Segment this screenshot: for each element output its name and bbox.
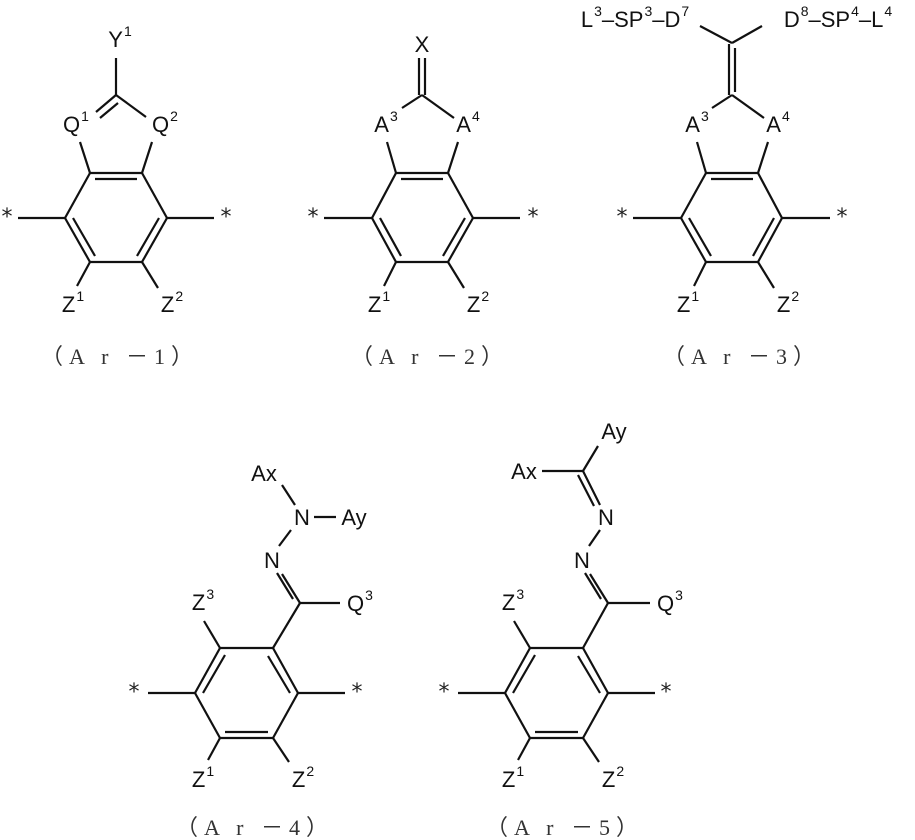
ar4-n-upper-label: N xyxy=(294,505,310,530)
ar4-q3-label: Q3 xyxy=(347,587,373,616)
ar2-left-attach-icon: * xyxy=(307,205,319,230)
ar4-bonds xyxy=(148,484,345,763)
ar1-z1-label: Z1 xyxy=(61,288,85,317)
ar1-y1-label: Y1 xyxy=(108,23,132,52)
ar4-z1-label: Z1 xyxy=(191,763,215,792)
ar3-a4-label: A4 xyxy=(766,108,790,137)
ar5-left-attach-icon: * xyxy=(438,680,450,705)
ar1-caption: （A r －1） xyxy=(40,344,200,369)
ar4-n-lower-label: N xyxy=(264,548,280,573)
ar5-caption: （A r －5） xyxy=(485,815,645,840)
ar1-right-attach-icon: * xyxy=(220,205,232,230)
ar4-ay-label: Ay xyxy=(341,505,367,530)
ar3-left-attach-icon: * xyxy=(616,205,628,230)
ar1-q2-label: Q2 xyxy=(152,108,178,137)
ar2-right-attach-icon: * xyxy=(527,205,539,230)
ar3-right-attach-icon: * xyxy=(836,205,848,230)
ar4-z3-label: Z3 xyxy=(191,586,215,615)
ar2-z2-label: Z2 xyxy=(466,288,490,317)
ar5-q3-label: Q3 xyxy=(657,587,683,616)
ar4-caption: （A r －4） xyxy=(175,815,335,840)
ar2-bonds xyxy=(324,58,520,289)
ar5-n-upper-label: N xyxy=(598,505,614,530)
ar3-bonds xyxy=(633,25,830,289)
ar2-z1-label: Z1 xyxy=(367,288,391,317)
ar2-x-label: X xyxy=(414,32,430,57)
ar4-ax-label: Ax xyxy=(251,461,277,486)
ar5-ay-label: Ay xyxy=(601,419,627,444)
ar5-ax-label: Ax xyxy=(511,459,537,484)
ar3-z1-label: Z1 xyxy=(676,288,700,317)
ar5-n-lower-label: N xyxy=(574,548,590,573)
ar2-a3-label: A3 xyxy=(374,108,398,137)
ar2-caption: （A r －2） xyxy=(350,344,510,369)
ar5-z3-label: Z3 xyxy=(501,586,525,615)
ar1-q1-label: Q1 xyxy=(63,108,89,137)
ar4-z2-label: Z2 xyxy=(291,763,315,792)
ar3-left-chain-label: L3–SP3–D7 xyxy=(580,3,690,32)
ar5-z1-label: Z1 xyxy=(501,763,525,792)
ar5-bonds xyxy=(458,445,655,763)
ar4-left-attach-icon: * xyxy=(128,680,140,705)
ar3-z2-label: Z2 xyxy=(776,288,800,317)
ar3-right-chain-label: D8–SP4–L4 xyxy=(783,3,893,32)
ar5-z2-label: Z2 xyxy=(601,763,625,792)
ar5-right-attach-icon: * xyxy=(660,680,672,705)
ar4-right-attach-icon: * xyxy=(351,680,363,705)
ar3-a3-label: A3 xyxy=(685,108,709,137)
ar1-z2-label: Z2 xyxy=(160,288,184,317)
ar3-caption: （A r －3） xyxy=(662,344,822,369)
ar1-left-attach-icon: * xyxy=(1,205,13,230)
ar2-a4-label: A4 xyxy=(456,108,480,137)
ar1-bonds xyxy=(18,58,214,289)
